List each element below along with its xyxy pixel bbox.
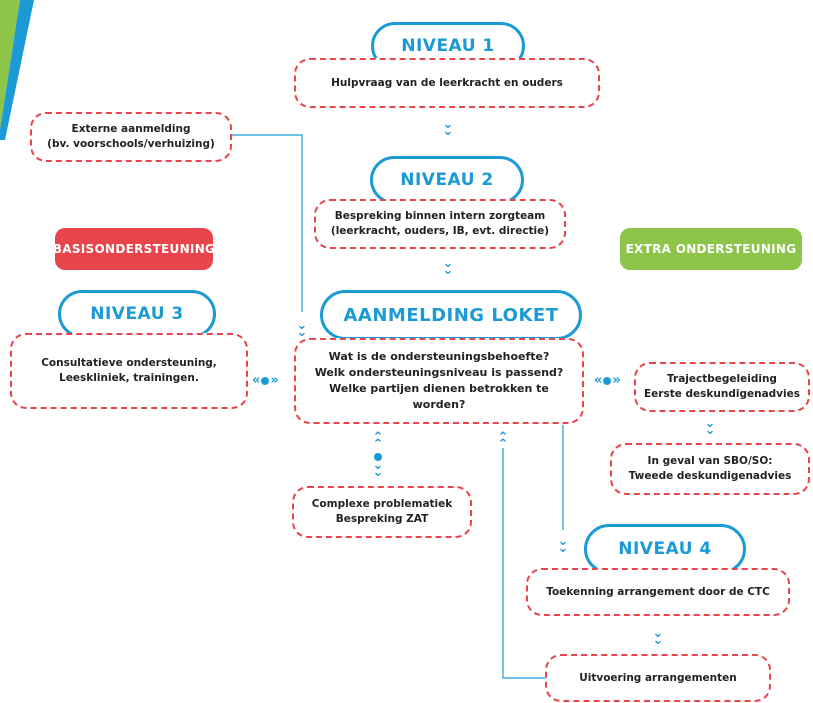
chevron-down-icon: ⌄⌄ xyxy=(442,256,454,279)
hulpvraag-box: Hulpvraag van de leerkracht en ouders xyxy=(294,58,600,108)
bidirectional-link-icon: «» xyxy=(594,373,621,388)
niveau-1-title: NIVEAU 1 xyxy=(401,36,495,56)
chevron-down-icon: ⌄⌄ xyxy=(557,534,569,557)
externe-aanmelding-box: Externe aanmelding (bv. voorschools/verh… xyxy=(30,112,232,162)
niveau-3-bubble: NIVEAU 3 xyxy=(58,285,216,346)
loket-vragen-box: Wat is de ondersteuningsbehoefte? Welk o… xyxy=(294,338,584,424)
aanmelding-loket-bubble: AANMELDING LOKET xyxy=(320,285,582,348)
sbo-so-box: In geval van SBO/SO: Tweede deskundigena… xyxy=(610,443,810,495)
consultatieve-box: Consultatieve ondersteuning, Leeskliniek… xyxy=(10,333,248,409)
connector-dot xyxy=(374,453,382,461)
chevron-down-icon: ⌄⌄ xyxy=(652,626,664,649)
trajectbegeleiding-box: Trajectbegeleiding Eerste deskundigenadv… xyxy=(634,362,810,412)
chevron-up-icon: ⌃⌃ xyxy=(497,430,509,453)
complexe-problematiek-box: Complexe problematiek Bespreking ZAT xyxy=(292,486,472,538)
bespreking-box: Bespreking binnen intern zorgteam (leerk… xyxy=(314,199,566,249)
basisondersteuning-label: BASISONDERSTEUNING xyxy=(53,228,215,270)
chevron-down-icon: ⌄⌄ xyxy=(296,318,308,341)
chevron-up-icon: ⌃⌃ xyxy=(372,430,384,453)
niveau-4-title: NIVEAU 4 xyxy=(618,539,712,559)
extra-ondersteuning-label: EXTRA ONDERSTEUNING xyxy=(620,228,802,270)
niveau-2-bubble: NIVEAU 2 xyxy=(370,151,524,212)
niveau-4-bubble: NIVEAU 4 xyxy=(584,519,746,582)
chevron-down-icon: ⌄⌄ xyxy=(704,416,716,439)
niveau-2-title: NIVEAU 2 xyxy=(400,170,494,190)
toekenning-box: Toekenning arrangement door de CTC xyxy=(526,568,790,616)
corner-decoration xyxy=(0,0,34,140)
aanmelding-loket-title: AANMELDING LOKET xyxy=(343,304,559,326)
chevron-down-icon: ⌄⌄ xyxy=(442,117,454,140)
bidirectional-link-icon: «» xyxy=(252,373,279,388)
uitvoering-box: Uitvoering arrangementen xyxy=(545,654,771,702)
chevron-down-icon: ⌄⌄ xyxy=(372,458,384,481)
niveau-3-title: NIVEAU 3 xyxy=(90,304,184,324)
